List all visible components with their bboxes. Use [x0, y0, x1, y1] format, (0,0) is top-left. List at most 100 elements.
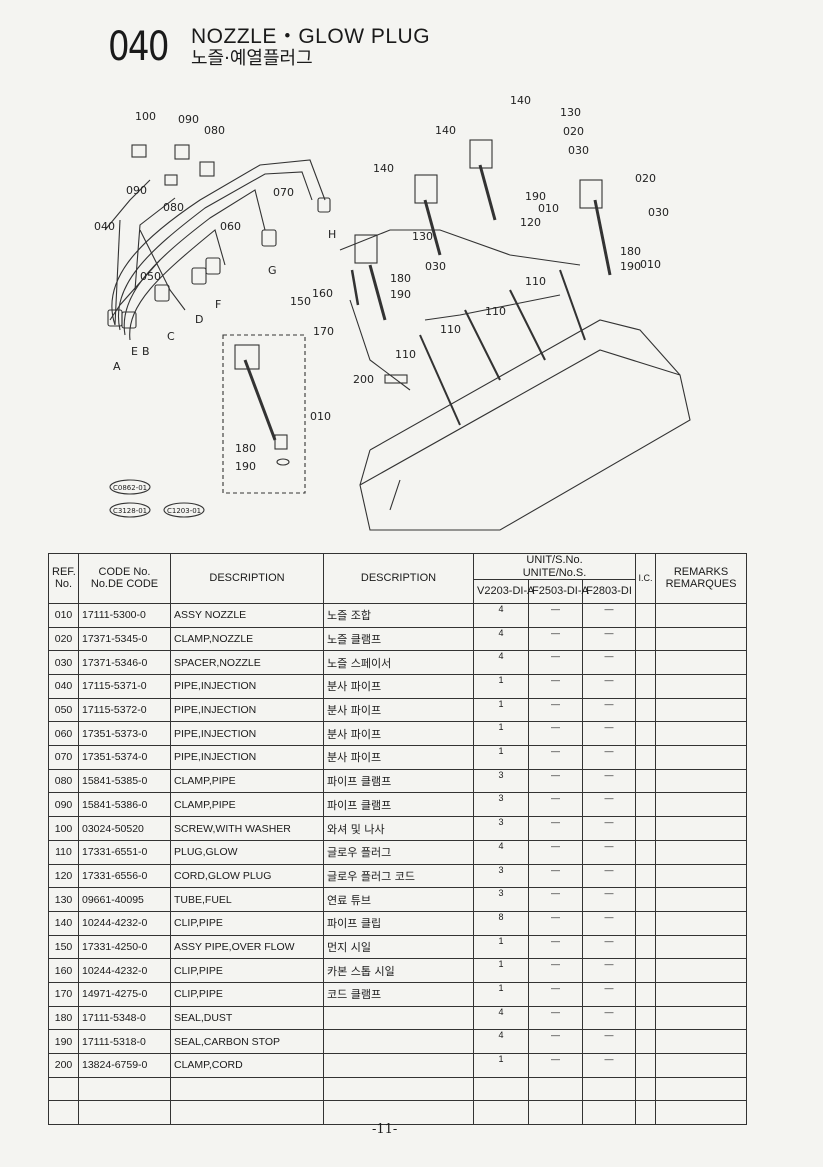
cell-q1: 1: [473, 981, 529, 1007]
cell-empty: [581, 1100, 637, 1126]
cell-desc-en: CLAMP,CORD: [170, 1053, 324, 1078]
page-number: -11-: [372, 1122, 398, 1137]
cell-remarks: [655, 887, 748, 912]
cell-remarks: [655, 934, 748, 960]
cell-ref: 020: [48, 626, 79, 652]
cell-q1: 4: [473, 626, 529, 652]
cell-remarks: [655, 674, 748, 699]
cell-q3: —: [581, 792, 637, 818]
cell-q3: —: [581, 1053, 637, 1078]
diagram-label-190b: 190: [620, 260, 641, 273]
header-description-en: DESCRIPTION: [170, 553, 324, 604]
cell-desc-en: CLIP,PIPE: [170, 958, 324, 983]
cell-ic: [635, 745, 657, 770]
cell-ref: 080: [48, 768, 79, 794]
diagram-label-180c: 180: [235, 442, 256, 455]
cell-q2: —: [528, 910, 583, 936]
cell-remarks: [655, 863, 748, 889]
diagram-code-2: C3128-01: [113, 507, 147, 515]
cell-desc-en: PLUG,GLOW: [170, 839, 324, 865]
cell-code: 17371-5345-0: [78, 626, 171, 652]
cell-q3: —: [581, 958, 637, 983]
cell-desc-en: PIPE,INJECTION: [170, 721, 324, 747]
diagram-label-140b: 140: [435, 124, 456, 137]
page-title-korean: 노즐·예열플러그: [191, 48, 313, 69]
cell-desc-ko: 코드 클램프: [323, 981, 474, 1007]
diagram-label-130b: 130: [412, 230, 433, 243]
cell-desc-ko: 연료 튜브: [323, 887, 474, 912]
cell-remarks: [655, 1053, 748, 1078]
cell-q2: —: [528, 674, 583, 699]
diagram-label-030: 030: [568, 144, 589, 157]
cell-remarks: [655, 697, 748, 723]
cell-ref: 090: [48, 792, 79, 818]
cell-q2: —: [528, 1005, 583, 1031]
header-model-3: F2803-DI: [581, 579, 637, 604]
diagram-label-010: 010: [538, 202, 559, 215]
cell-empty: [655, 1076, 748, 1102]
diagram-label-150: 150: [290, 295, 311, 308]
diagram-label-110b: 110: [485, 305, 506, 318]
cell-desc-ko: 파이프 클립: [323, 910, 474, 936]
cell-desc-ko: 노즐 조합: [323, 602, 474, 628]
cell-code: 17331-4250-0: [78, 934, 171, 960]
cell-desc-en: CLAMP,PIPE: [170, 792, 324, 818]
cell-q3: —: [581, 934, 637, 960]
diagram-label-030b: 030: [648, 206, 669, 219]
cell-ic: [635, 981, 657, 1007]
cell-desc-en: SEAL,CARBON STOP: [170, 1029, 324, 1055]
cell-q2: —: [528, 839, 583, 865]
header-unit: UNIT/S.No.UNITE/No.S.: [472, 552, 637, 581]
cell-remarks: [655, 721, 748, 747]
cell-ic: [635, 887, 657, 912]
diagram-label-140: 140: [510, 94, 531, 107]
diagram-label-080: 080: [204, 124, 225, 137]
cell-q3: —: [581, 1005, 637, 1031]
cell-empty: [581, 1076, 637, 1102]
cell-q3: —: [581, 721, 637, 747]
cell-desc-en: CLIP,PIPE: [170, 981, 324, 1007]
cell-code: 17331-6556-0: [78, 863, 171, 889]
diagram-label-190: 190: [525, 190, 546, 203]
cell-q2: —: [528, 745, 583, 770]
cell-remarks: [655, 745, 748, 770]
cell-code: 14971-4275-0: [78, 981, 171, 1007]
table-row-empty: [48, 1100, 748, 1126]
diagram-code-1: C0862-01: [113, 484, 147, 492]
cell-q3: —: [581, 863, 637, 889]
diagram-label-110d: 110: [395, 348, 416, 361]
cell-q3: —: [581, 626, 637, 652]
diagram-label-b: B: [142, 345, 150, 358]
cell-ic: [635, 934, 657, 960]
cell-q2: —: [528, 981, 583, 1007]
cell-remarks: [655, 602, 748, 628]
cell-empty: [655, 1100, 748, 1126]
diagram-label-h: H: [328, 228, 336, 241]
cell-code: 17331-6551-0: [78, 839, 171, 865]
page-header: 040 NOZZLE・GLOW PLUG 노즐·예열플러그: [108, 18, 708, 78]
cell-q1: 1: [473, 934, 529, 960]
cell-desc-ko: 카본 스톱 시일: [323, 958, 474, 983]
header-ic: I.C.: [635, 553, 657, 604]
cell-code: 17351-5374-0: [78, 745, 171, 770]
cell-q3: —: [581, 839, 637, 865]
diagram-code-3: C1203-01: [167, 507, 201, 515]
cell-q3: —: [581, 816, 637, 841]
cell-empty: [48, 1076, 79, 1102]
cell-ic: [635, 839, 657, 865]
cell-q1: 3: [473, 816, 529, 841]
cell-q2: —: [528, 816, 583, 841]
cell-q2: —: [528, 1053, 583, 1078]
cell-code: 17115-5371-0: [78, 674, 171, 699]
cell-desc-ko: 분사 파이프: [323, 674, 474, 699]
cell-q1: 4: [473, 1005, 529, 1031]
cell-q1: 8: [473, 910, 529, 936]
parts-table: REF.No. CODE No.No.DE CODE DESCRIPTION D…: [48, 552, 748, 1126]
